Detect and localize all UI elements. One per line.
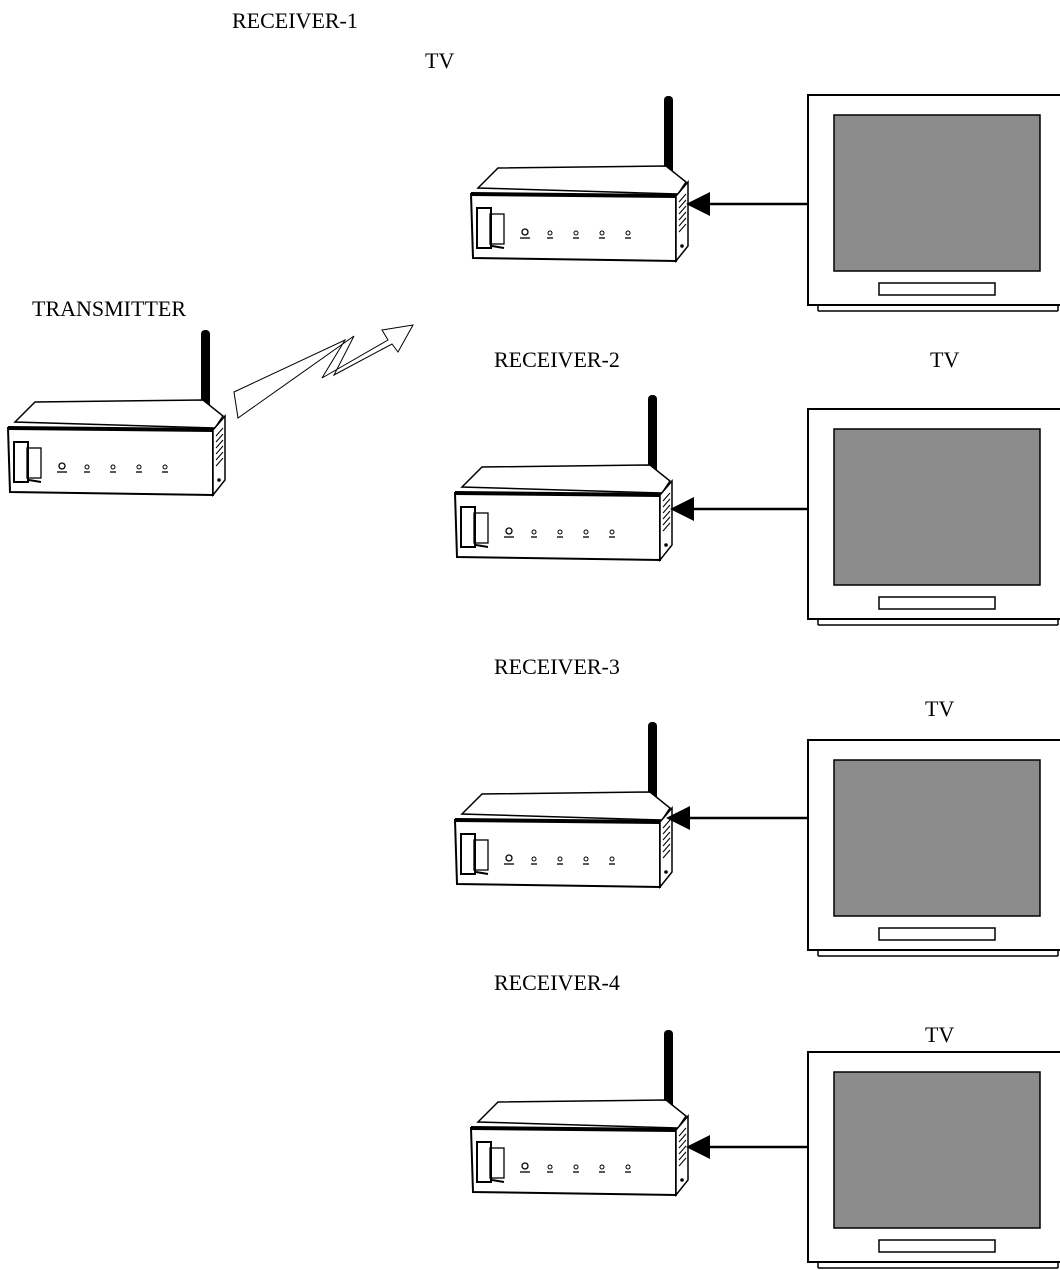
receiver-2-device	[453, 393, 674, 562]
tv-4-label: TV	[925, 1022, 955, 1047]
receiver-1-label: RECEIVER-1	[232, 8, 358, 33]
connection-arrow-3	[666, 806, 808, 830]
tv-4	[807, 1051, 1060, 1269]
wireless-signal-icon	[233, 324, 414, 419]
tv-3	[807, 739, 1060, 957]
transmitter-device	[6, 328, 227, 497]
tv-1-label: TV	[425, 48, 455, 73]
receiver-3-label: RECEIVER-3	[494, 654, 620, 679]
tv-2-label: TV	[930, 347, 960, 372]
tv-1	[807, 94, 1060, 312]
receiver-1-device	[469, 94, 690, 263]
tv-3-label: TV	[925, 696, 955, 721]
transmitter-label: TRANSMITTER	[32, 296, 186, 321]
receiver-4-device	[469, 1028, 690, 1197]
connection-arrow-4	[686, 1135, 808, 1159]
tv-2	[807, 408, 1060, 626]
connection-arrow-2	[670, 497, 808, 521]
receiver-2-label: RECEIVER-2	[494, 347, 620, 372]
receiver-3-device	[453, 720, 674, 889]
receiver-4-label: RECEIVER-4	[494, 970, 620, 995]
connection-arrow-1	[686, 192, 808, 216]
